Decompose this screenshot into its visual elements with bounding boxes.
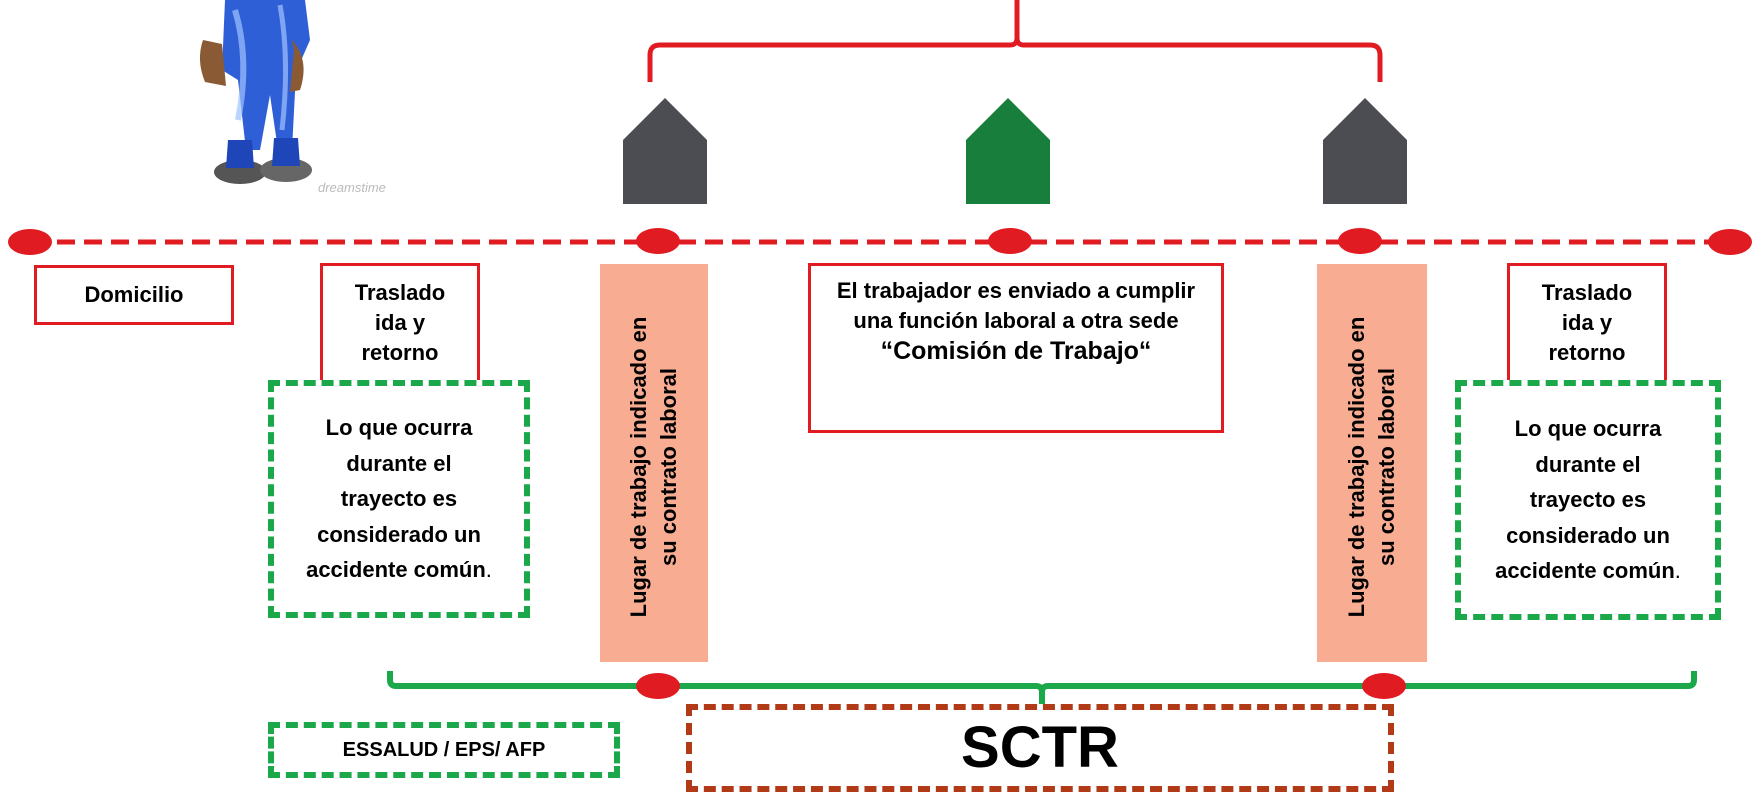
house-icon [1323,98,1407,204]
timeline-node [1338,228,1382,254]
sctr-box: SCTR [686,704,1394,792]
lugar-right-text: Lugar de trabajo indicado en su contrato… [1344,316,1399,618]
top-bracket [647,0,1383,82]
lugar-left-bar [600,264,708,662]
traslado-left-box: Traslado ida y retorno [320,263,480,383]
lugar-right-bar [1317,264,1427,662]
essalud-box: ESSALUD / EPS/ AFP [268,722,620,778]
bracket-node [1362,673,1406,699]
lugar-left-text: Lugar de trabajo indicado en su contrato… [626,316,681,618]
accidente-line: accidente común. [306,557,492,583]
house-icon [966,98,1050,204]
timeline-node [988,228,1032,254]
bracket-node [636,673,680,699]
timeline-node [8,229,52,255]
traslado-right-box: Traslado ida y retorno [1507,263,1667,383]
house-icon [623,98,707,204]
svg-text:dreamstime: dreamstime [318,180,386,195]
accidente-line: accidente común. [1495,558,1681,584]
domicilio-label: Domicilio [34,265,234,325]
green-bracket [387,671,1697,705]
trayecto-left-box: Lo que ocurra durante el trayecto es con… [268,380,530,618]
trayecto-right-box: Lo que ocurra durante el trayecto es con… [1455,380,1721,620]
timeline-node [636,228,680,254]
worker-figure-icon: dreamstime [199,0,386,195]
comision-box: El trabajador es enviado a cumplir una f… [808,263,1224,433]
timeline-node [1708,229,1752,255]
